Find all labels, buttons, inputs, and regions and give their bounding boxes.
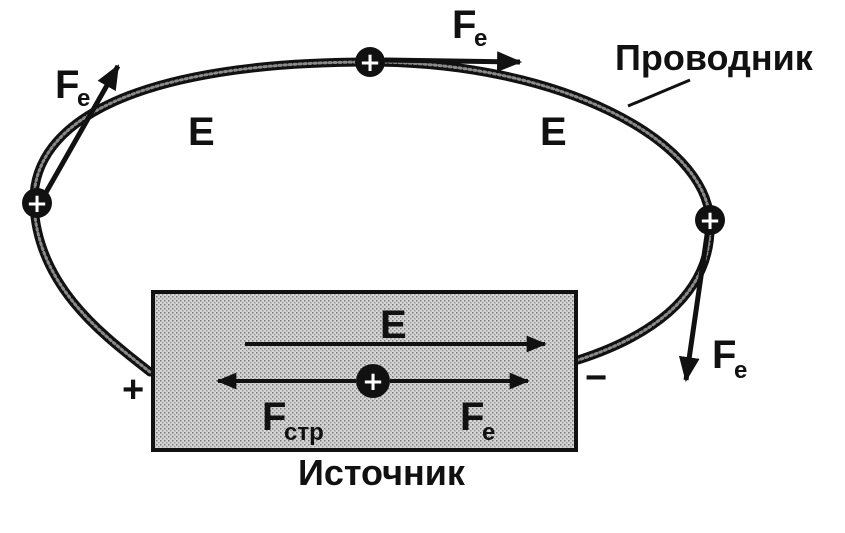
- conductor-leader-line: [627, 78, 691, 108]
- svg-text:+: +: [359, 48, 381, 78]
- force-electric-arrow-left: [41, 64, 121, 198]
- conductor-label: Проводник: [615, 37, 814, 78]
- field-label-right: E: [540, 110, 567, 154]
- svg-text:F: F: [452, 3, 476, 47]
- force-electric-label-left: F e: [55, 63, 90, 112]
- svg-text:F: F: [55, 63, 79, 107]
- svg-text:e: e: [482, 419, 495, 446]
- svg-text:+: +: [699, 206, 721, 236]
- negative-terminal-sign: −: [585, 357, 607, 399]
- svg-text:F: F: [712, 333, 736, 377]
- svg-text:e: e: [734, 357, 747, 384]
- svg-text:+: +: [26, 189, 48, 219]
- positive-charge-left: +: [22, 188, 52, 219]
- svg-text:e: e: [474, 25, 487, 52]
- field-label-source: E: [380, 303, 407, 347]
- svg-text:F: F: [262, 395, 286, 439]
- force-electric-label-source: F e: [460, 395, 495, 446]
- svg-text:стр: стр: [284, 419, 324, 446]
- source-label: Источник: [298, 452, 466, 493]
- svg-text:e: e: [77, 85, 90, 112]
- force-electric-arrow-top: [384, 51, 523, 73]
- svg-text:+: +: [362, 367, 384, 397]
- positive-charge-right: +: [695, 205, 725, 236]
- force-external-label: F стр: [262, 395, 324, 446]
- force-electric-label-right: F e: [712, 333, 747, 384]
- field-label-left: E: [188, 110, 215, 154]
- positive-terminal-sign: +: [122, 369, 144, 411]
- positive-charge-source: +: [356, 364, 390, 398]
- force-electric-arrow-right: [678, 227, 711, 383]
- force-electric-label-top: F e: [452, 3, 487, 52]
- svg-text:F: F: [460, 395, 484, 439]
- positive-charge-top: +: [355, 47, 385, 78]
